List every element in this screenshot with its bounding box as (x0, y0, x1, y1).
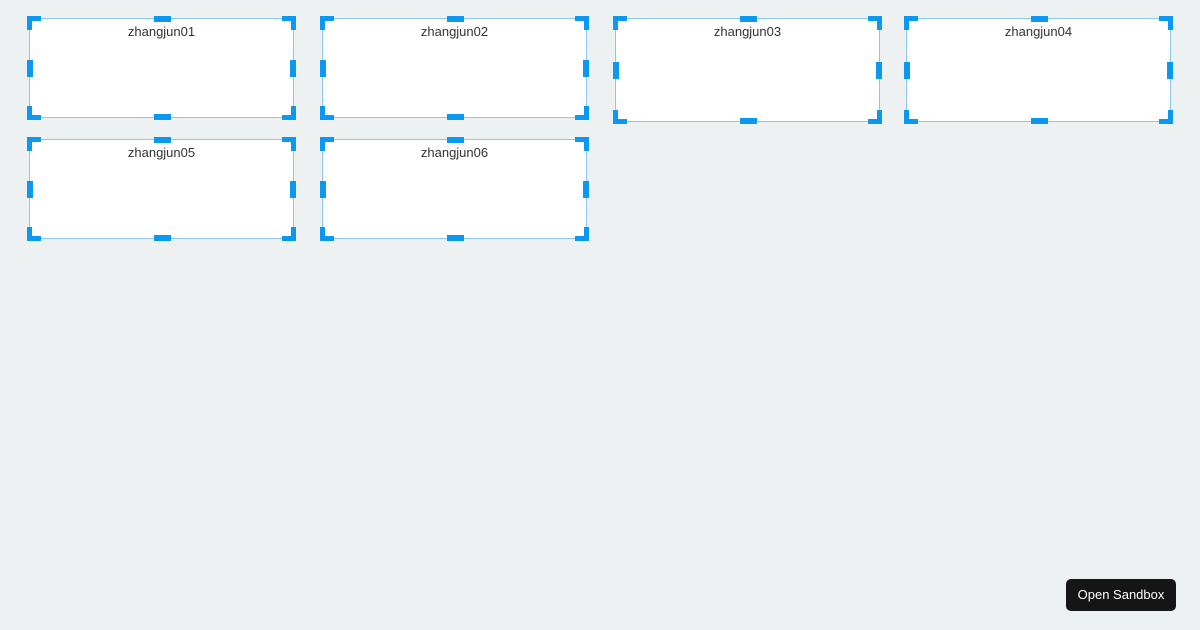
resize-handle-bottom-left[interactable] (904, 110, 918, 124)
resize-handle-bottom-left[interactable] (613, 110, 627, 124)
selectable-box[interactable]: zhangjun01 (27, 16, 296, 120)
resize-handle-bottom-right[interactable] (1159, 110, 1173, 124)
box-label: zhangjun04 (1004, 24, 1073, 39)
box-label: zhangjun05 (127, 145, 196, 160)
resize-handle-top-left[interactable] (613, 16, 627, 30)
resize-handle-middle-right[interactable] (583, 60, 589, 77)
resize-handle-bottom-center[interactable] (153, 235, 171, 241)
resize-handle-bottom-center[interactable] (446, 114, 464, 120)
resize-handle-top-right[interactable] (282, 137, 296, 151)
resize-handle-middle-left[interactable] (613, 62, 619, 79)
resize-handle-middle-right[interactable] (290, 60, 296, 77)
resize-handle-top-center[interactable] (1030, 16, 1048, 22)
resize-handle-top-left[interactable] (320, 16, 334, 30)
resize-handle-top-right[interactable] (575, 137, 589, 151)
resize-handle-middle-right[interactable] (1167, 62, 1173, 79)
resize-handle-top-center[interactable] (739, 16, 757, 22)
resize-handle-top-left[interactable] (27, 16, 41, 30)
resize-handle-top-center[interactable] (153, 16, 171, 22)
resize-handle-middle-right[interactable] (583, 181, 589, 198)
resize-handle-bottom-right[interactable] (282, 227, 296, 241)
resize-handle-middle-left[interactable] (904, 62, 910, 79)
selectable-box[interactable]: zhangjun06 (320, 137, 589, 241)
resize-handle-bottom-center[interactable] (739, 118, 757, 124)
resize-handle-middle-right[interactable] (290, 181, 296, 198)
selectable-box[interactable]: zhangjun03 (613, 16, 882, 124)
resize-handle-bottom-right[interactable] (575, 106, 589, 120)
selectable-box[interactable]: zhangjun04 (904, 16, 1173, 124)
resize-handle-top-right[interactable] (868, 16, 882, 30)
resize-handle-bottom-right[interactable] (282, 106, 296, 120)
resize-handle-middle-left[interactable] (320, 181, 326, 198)
resize-handle-bottom-left[interactable] (320, 106, 334, 120)
selectable-box[interactable]: zhangjun02 (320, 16, 589, 120)
resize-handle-top-right[interactable] (282, 16, 296, 30)
resize-handle-top-center[interactable] (153, 137, 171, 143)
open-sandbox-button[interactable]: Open Sandbox (1066, 579, 1176, 611)
resize-handle-middle-right[interactable] (876, 62, 882, 79)
resize-handle-bottom-left[interactable] (27, 227, 41, 241)
resize-handle-top-center[interactable] (446, 137, 464, 143)
resize-handle-bottom-left[interactable] (320, 227, 334, 241)
resize-handle-bottom-center[interactable] (153, 114, 171, 120)
resize-handle-top-left[interactable] (320, 137, 334, 151)
resize-handle-bottom-right[interactable] (868, 110, 882, 124)
resize-handle-top-center[interactable] (446, 16, 464, 22)
resize-handle-bottom-right[interactable] (575, 227, 589, 241)
resize-handle-top-left[interactable] (27, 137, 41, 151)
resize-handle-bottom-center[interactable] (1030, 118, 1048, 124)
box-label: zhangjun06 (420, 145, 489, 160)
resize-handle-bottom-left[interactable] (27, 106, 41, 120)
resize-handle-top-left[interactable] (904, 16, 918, 30)
resize-handle-middle-left[interactable] (27, 60, 33, 77)
resize-handle-top-right[interactable] (1159, 16, 1173, 30)
box-label: zhangjun03 (713, 24, 782, 39)
resize-handle-middle-left[interactable] (27, 181, 33, 198)
resize-handle-middle-left[interactable] (320, 60, 326, 77)
box-label: zhangjun01 (127, 24, 196, 39)
resize-handle-bottom-center[interactable] (446, 235, 464, 241)
selectable-box[interactable]: zhangjun05 (27, 137, 296, 241)
resize-handle-top-right[interactable] (575, 16, 589, 30)
box-label: zhangjun02 (420, 24, 489, 39)
